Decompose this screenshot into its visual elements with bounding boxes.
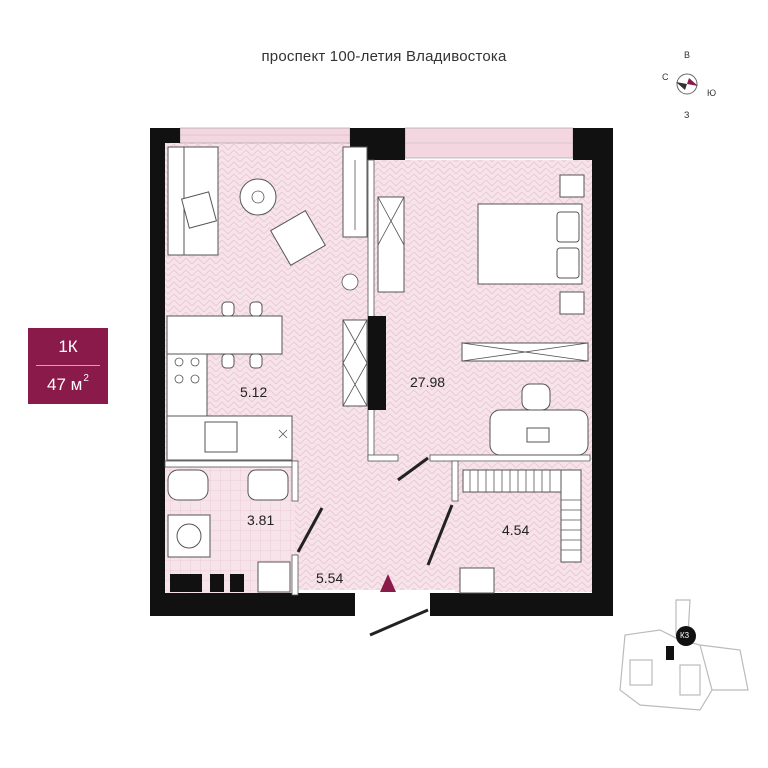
armchair bbox=[269, 209, 327, 267]
kitchen-island bbox=[166, 315, 283, 355]
shoe-cabinet bbox=[459, 567, 495, 594]
door-wardrobe bbox=[426, 504, 454, 566]
building-label: К3 bbox=[680, 631, 690, 640]
door-bathroom bbox=[296, 507, 324, 553]
room-area-hall: 5.54 bbox=[316, 570, 344, 586]
building-marker-icon bbox=[676, 626, 696, 646]
compass-north: В bbox=[684, 50, 691, 60]
toilet bbox=[167, 469, 209, 501]
room-area-bedroom: 27.98 bbox=[410, 374, 446, 390]
building-key-map bbox=[619, 599, 749, 711]
compass-west: С bbox=[662, 72, 669, 82]
door-bedroom bbox=[397, 456, 429, 482]
closet-bedroom bbox=[377, 196, 405, 293]
room-area-wardrobe: 4.54 bbox=[502, 522, 530, 538]
wardrobe-living bbox=[342, 319, 368, 407]
compass-east: Ю bbox=[707, 88, 717, 98]
room-area-kitchen: 5.12 bbox=[240, 384, 268, 400]
desk-chair bbox=[521, 383, 551, 411]
apartment-type: 1К bbox=[58, 336, 78, 356]
compass: В Ю З С bbox=[660, 50, 730, 120]
room-area-bathroom: 3.81 bbox=[247, 512, 275, 528]
nightstand-bottom bbox=[559, 291, 585, 315]
laundry-basket bbox=[257, 561, 291, 593]
compass-needle-icon bbox=[687, 78, 698, 86]
wardrobe-rack-side bbox=[560, 469, 582, 563]
sink bbox=[247, 469, 289, 501]
street-name: проспект 100-летия Владивостока bbox=[261, 48, 507, 65]
entrance-arrow-icon bbox=[380, 574, 396, 592]
nightstand-top bbox=[559, 174, 585, 198]
stove bbox=[166, 353, 208, 417]
plant-icon bbox=[251, 190, 359, 291]
compass-south: З bbox=[684, 110, 690, 120]
door-entrance bbox=[369, 608, 429, 637]
window-kitchen bbox=[179, 127, 351, 144]
